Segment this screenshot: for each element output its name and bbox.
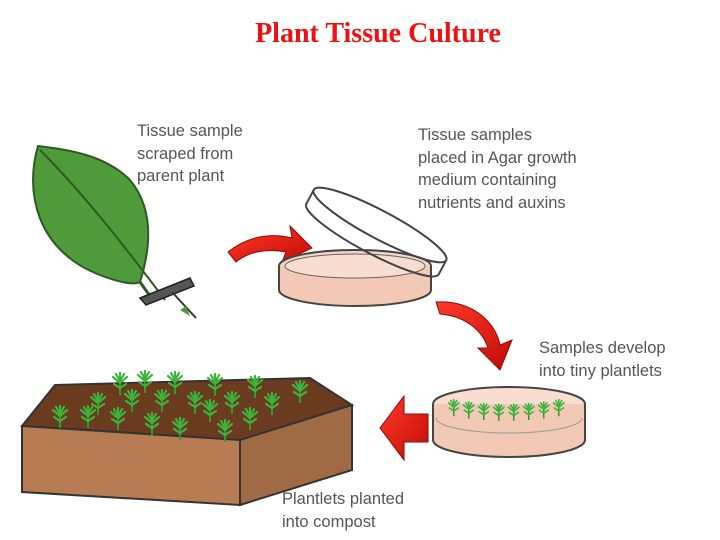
- page-title: Plant Tissue Culture: [255, 18, 501, 49]
- step-label-compost: Plantlets planted into compost: [282, 490, 405, 531]
- arrow-icon: [435, 301, 513, 371]
- arrow-icon: [227, 224, 313, 263]
- step-label-develop: Samples develop into tiny plantlets: [539, 339, 666, 380]
- petri-dish-icon: [432, 386, 586, 458]
- leaf-icon: [32, 144, 166, 301]
- arrow-icon: [379, 394, 429, 462]
- scalpel-icon: [138, 277, 197, 319]
- petri-dish-icon: [278, 186, 448, 307]
- step-label-agar: Tissue samples placed in Agar growth med…: [418, 126, 577, 212]
- step-label-scrape: Tissue sample scraped from parent plant: [137, 122, 243, 185]
- compost-tray-icon: [20, 369, 355, 507]
